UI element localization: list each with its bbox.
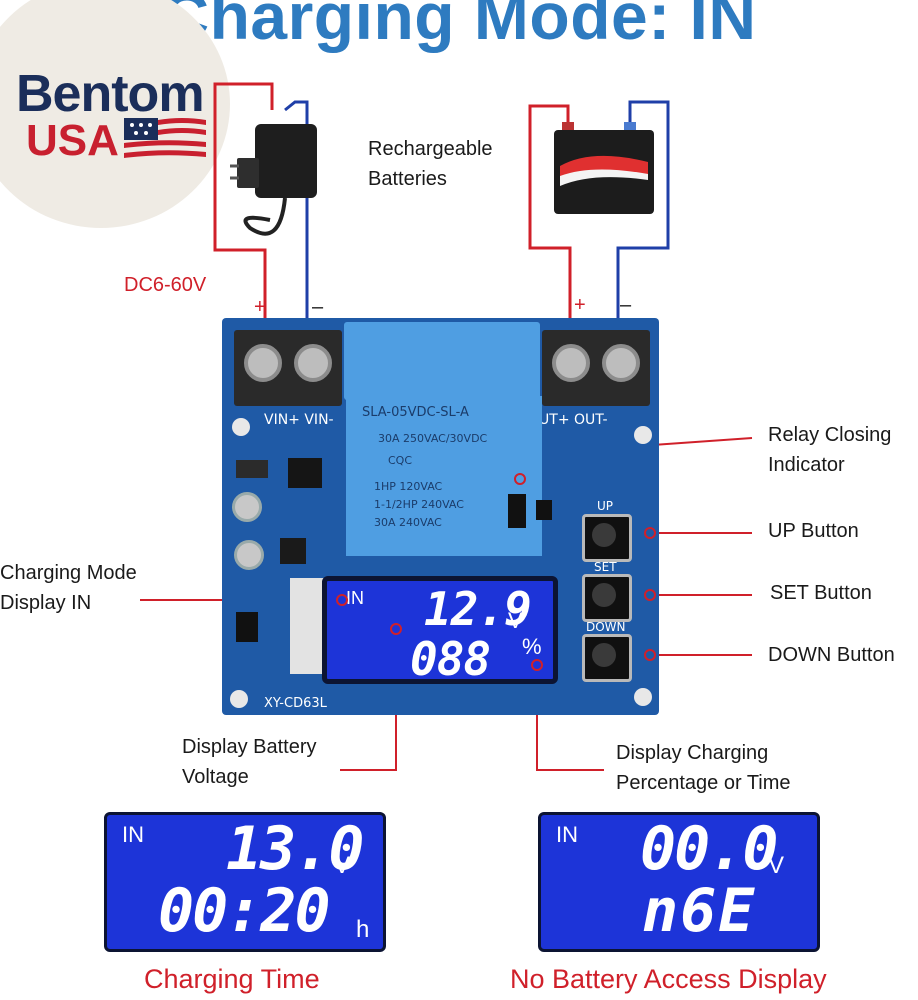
relay-indicator-dot: [514, 473, 526, 485]
rechargeable-label-1: Rechargeable: [368, 138, 493, 160]
set-button-knob[interactable]: [592, 583, 616, 607]
inductor-component: [280, 538, 306, 564]
down-callout-dot: [644, 649, 656, 661]
relay-spec-1: 30A 250VAC/30VDC: [378, 432, 488, 445]
main-lcd-voltage: 12.9: [424, 582, 532, 636]
out-plus-sign: +: [574, 294, 586, 316]
relay-spec-5: 30A 240VAC: [374, 516, 442, 529]
ic-chip: [288, 458, 322, 488]
lcd-time-value: 00:20: [158, 876, 331, 946]
mode-label-1: Charging Mode: [0, 562, 137, 584]
set-button-label: SET: [594, 560, 617, 574]
logo-usa-text: USA: [26, 116, 119, 165]
vin-minus-sign: –: [312, 296, 324, 318]
relay-model: SLA-05VDC-SL-A: [362, 405, 469, 420]
lcd-time-voltage-unit: V: [334, 852, 351, 879]
set-button[interactable]: [582, 574, 632, 622]
lcd-time-mode: IN: [122, 822, 144, 847]
main-lcd-voltage-unit: V: [508, 608, 523, 633]
lcd-bezel: [290, 578, 328, 674]
relay-top: [344, 322, 540, 400]
lcd-charging-time: [104, 812, 386, 952]
relay-spec-2: CQC: [388, 454, 413, 467]
relay-spec-3: 1HP 120VAC: [374, 480, 443, 493]
screw-terminal-icon[interactable]: [602, 344, 640, 382]
board-model: XY-CD63L: [264, 696, 327, 711]
transistor-component: [536, 500, 552, 520]
capacitor-component: [232, 492, 262, 522]
voltage-callout-dot: [390, 623, 402, 635]
lcd-time-unit: h: [356, 916, 370, 943]
percent-callout-dot: [531, 659, 543, 671]
main-lcd-screen: [322, 576, 558, 684]
set-button-callout: SET Button: [770, 582, 872, 604]
no-battery-caption: No Battery Access Display: [510, 964, 827, 994]
relay-label-1: Relay Closing: [768, 424, 892, 446]
lcd-nobat-voltage: 00.0: [640, 814, 778, 884]
lcd-nobat-code: n6E: [642, 876, 757, 946]
diode-component: [508, 494, 526, 528]
capacitor-component: [234, 540, 264, 570]
down-button-knob[interactable]: [592, 643, 616, 667]
up-callout-dot: [644, 527, 656, 539]
screw-terminal-icon[interactable]: [552, 344, 590, 382]
page-title: Charging Mode: IN: [161, 0, 757, 53]
set-callout-dot: [644, 589, 656, 601]
percent-label-2: Percentage or Time: [616, 772, 791, 794]
mounting-hole: [634, 688, 652, 706]
down-button-callout: DOWN Button: [768, 644, 895, 666]
screw-terminal-icon[interactable]: [294, 344, 332, 382]
main-lcd-percent-unit: %: [522, 634, 542, 659]
mode-label-2: Display IN: [0, 592, 92, 614]
out-label: OUT+ OUT-: [528, 412, 608, 428]
up-button-knob[interactable]: [592, 523, 616, 547]
main-lcd-percent: 088: [410, 632, 491, 686]
mounting-hole: [232, 418, 250, 436]
out-minus-sign: –: [620, 294, 632, 316]
logo-badge: [0, 0, 230, 228]
vin-label: VIN+ VIN-: [264, 412, 334, 428]
vin-plus-sign: +: [254, 296, 266, 318]
lcd-nobat-mode: IN: [556, 822, 578, 847]
rechargeable-label-2: Batteries: [368, 168, 447, 190]
lcd-time-voltage: 13.0: [226, 814, 364, 884]
down-button-label: DOWN: [586, 620, 626, 634]
percent-label-1: Display Charging: [616, 742, 769, 764]
up-button-callout: UP Button: [768, 520, 859, 542]
relay-body: [346, 396, 542, 556]
up-button-label: UP: [597, 499, 614, 513]
voltage-label-1: Display Battery: [182, 736, 317, 758]
power-adapter-icon: [230, 124, 317, 236]
relay-label-2: Indicator: [768, 454, 845, 476]
voltage-label-2: Voltage: [182, 766, 249, 788]
lcd-nobat-voltage-unit: V: [768, 852, 785, 879]
regulator-chip: [236, 612, 258, 642]
car-battery-icon: [554, 122, 654, 214]
relay-spec-4: 1-1/2HP 240VAC: [374, 498, 464, 511]
screw-terminal-icon[interactable]: [244, 344, 282, 382]
logo-brand-text: Bentom: [16, 65, 205, 123]
main-lcd-mode: IN: [346, 588, 364, 608]
lcd-no-battery: [538, 812, 820, 952]
mode-callout-dot: [336, 594, 348, 606]
usa-flag-icon: [124, 118, 206, 158]
dc-input-label: DC6-60V: [124, 274, 207, 296]
charging-time-caption: Charging Time: [144, 964, 320, 994]
mounting-hole: [634, 426, 652, 444]
mounting-hole: [230, 690, 248, 708]
diode-component: [236, 460, 268, 478]
